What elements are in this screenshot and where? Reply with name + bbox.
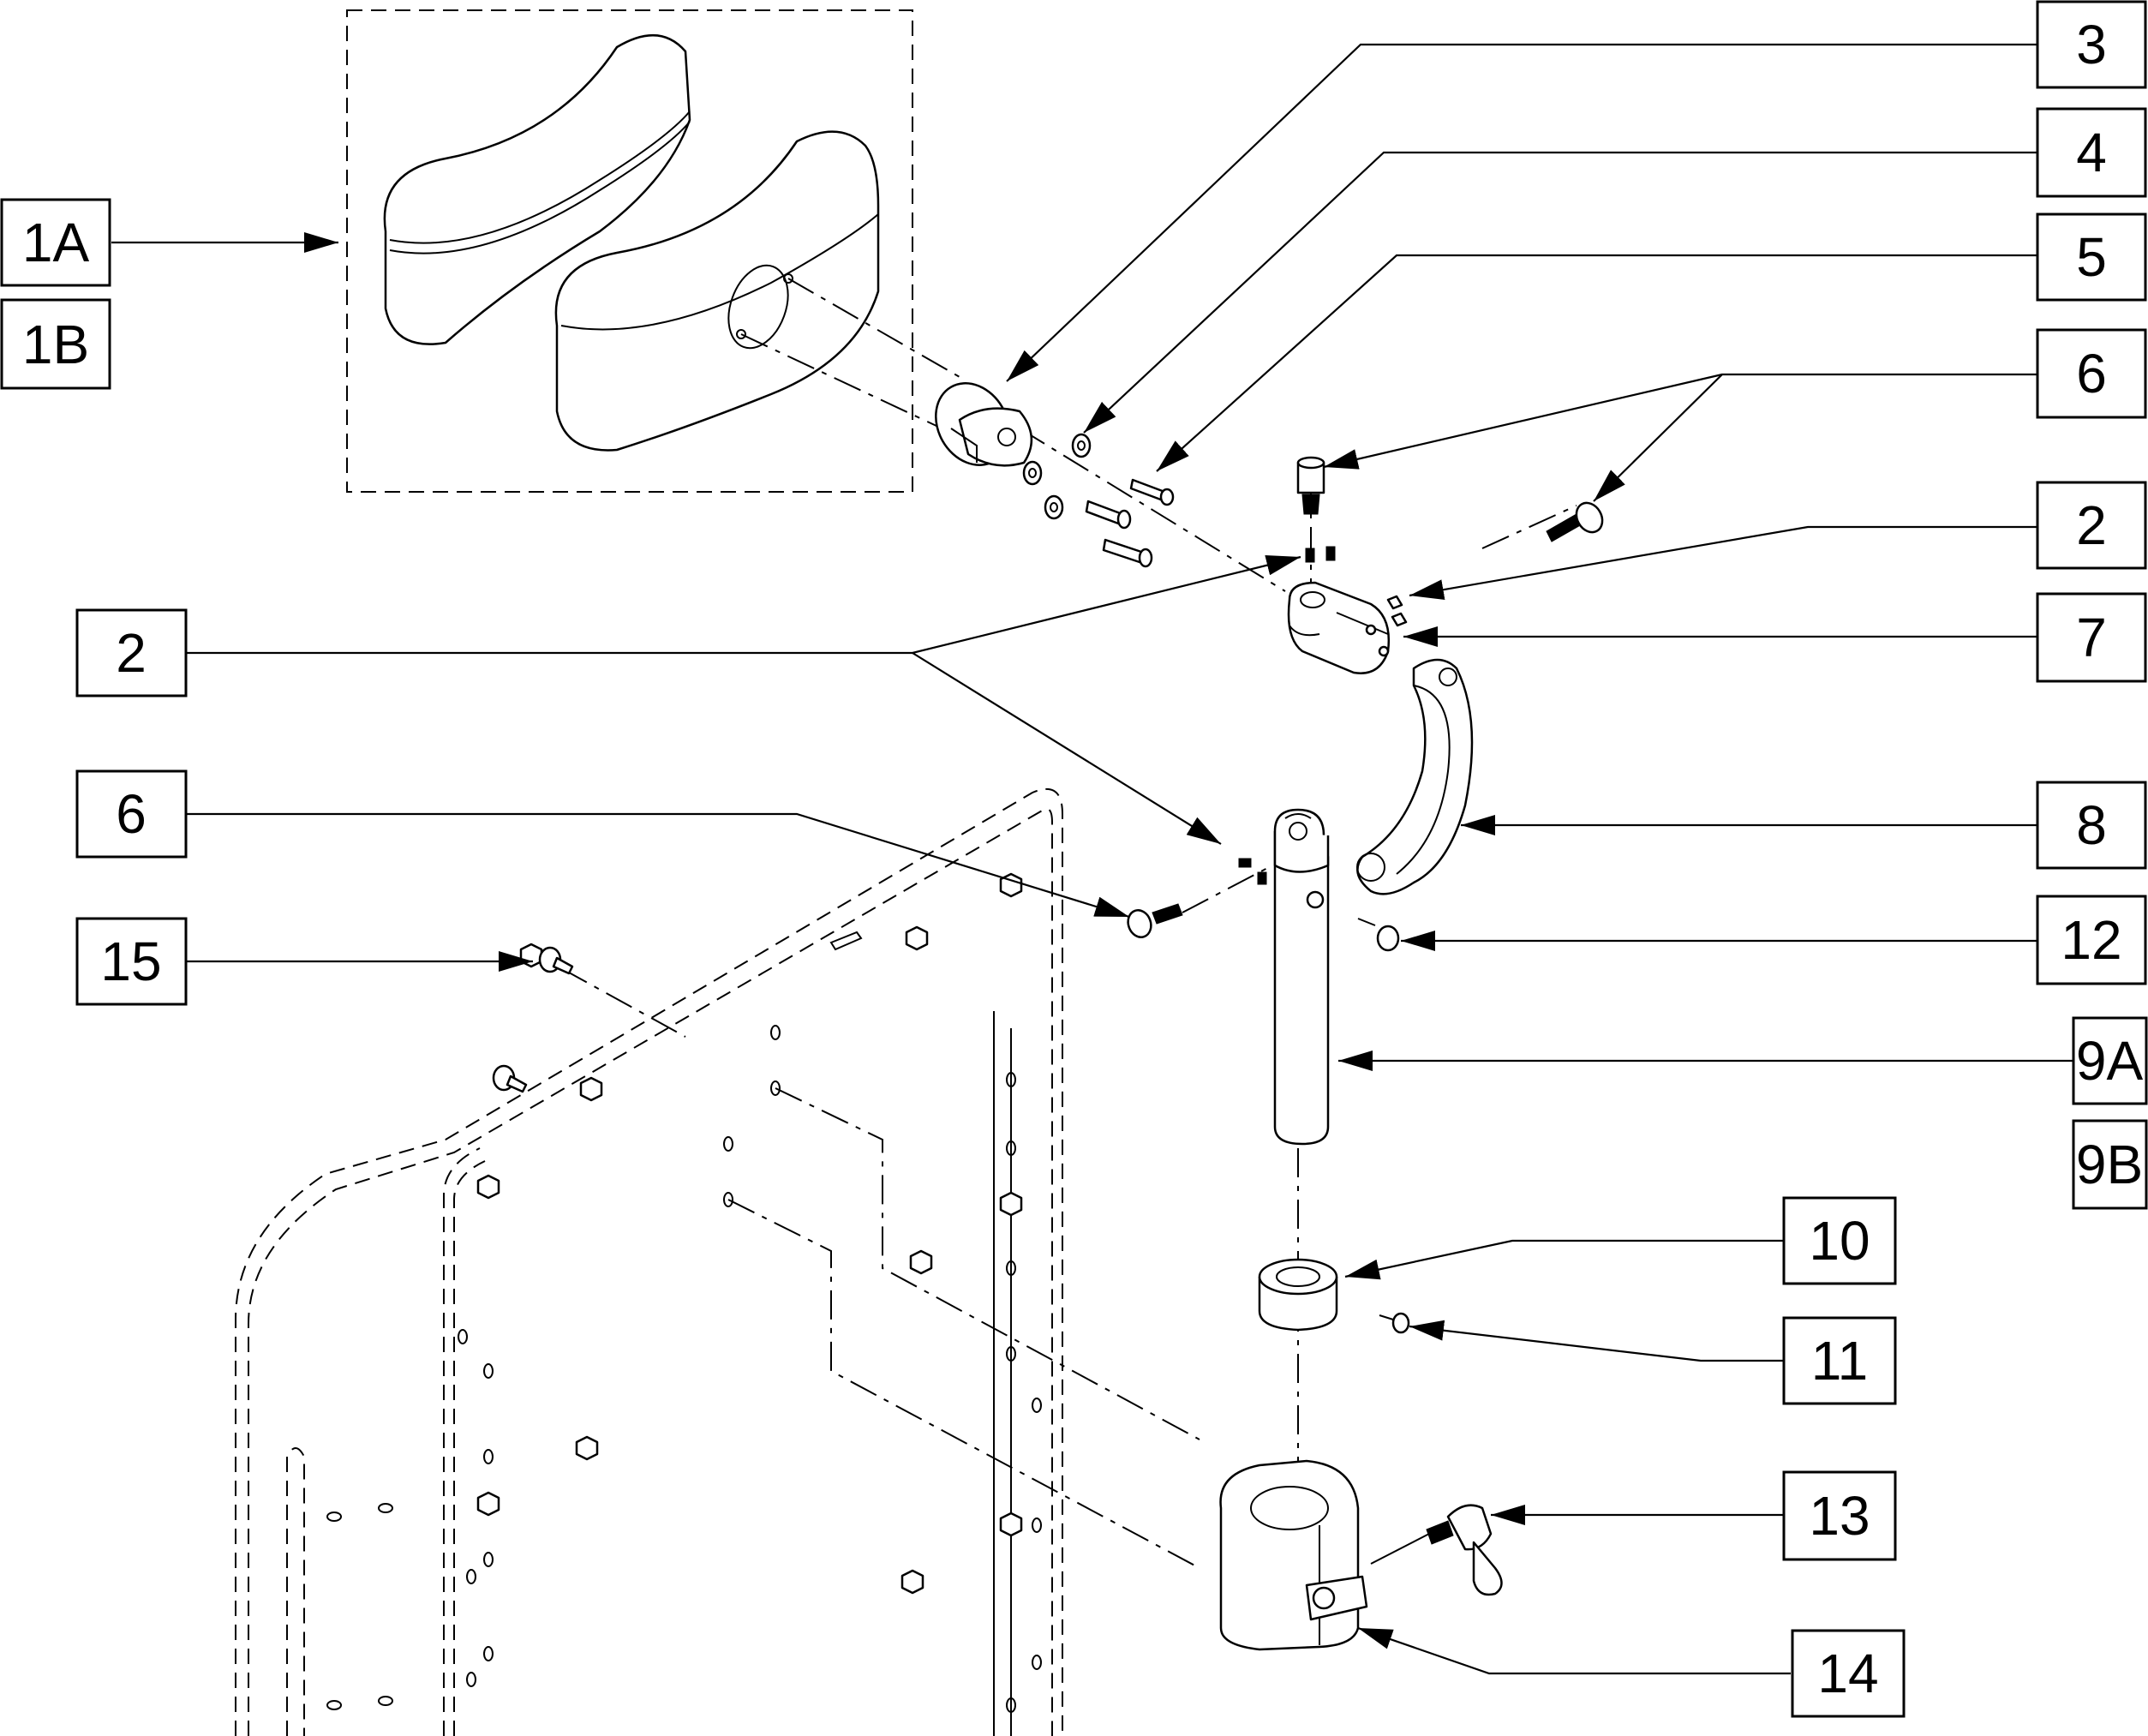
callout-3: 3 <box>2036 0 2147 89</box>
callout-14: 14 <box>1791 1629 1906 1718</box>
screw-6-top <box>1296 456 1325 515</box>
curved-arm <box>1356 658 1474 895</box>
guide-line-a <box>775 1087 1200 1440</box>
callout-9b-label: 9B <box>2076 1134 2143 1195</box>
clamp-lever <box>1426 1504 1503 1596</box>
callout-10-label: 10 <box>1809 1210 1870 1272</box>
screw-12 <box>1357 918 1400 952</box>
callout-5: 5 <box>2036 213 2147 302</box>
callout-5-label: 5 <box>2076 226 2107 288</box>
callout-15-label: 15 <box>100 931 161 992</box>
callout-13: 13 <box>1782 1470 1897 1561</box>
set-screws-2-right <box>1386 595 1408 627</box>
callout-6-top: 6 <box>2036 328 2147 419</box>
support-post <box>1273 808 1330 1146</box>
callout-11: 11 <box>1782 1316 1897 1405</box>
frame-nuts <box>476 872 1023 1595</box>
callout-4-label: 4 <box>2076 122 2107 183</box>
guide-line-c <box>560 967 686 1038</box>
frame-holes <box>326 1025 1042 1713</box>
headrest-option-box <box>346 9 913 493</box>
callout-8: 8 <box>2036 781 2147 870</box>
callout-6-left: 6 <box>75 769 188 859</box>
callout-11-label: 11 <box>1811 1330 1868 1392</box>
callout-13-label: 13 <box>1809 1485 1870 1547</box>
callout-12-label: 12 <box>2061 909 2121 971</box>
callout-15: 15 <box>75 917 188 1006</box>
set-screws-2-top <box>1305 546 1336 563</box>
callout-9a-label: 9A <box>2076 1030 2144 1092</box>
centerline-mount-c <box>1019 428 1286 592</box>
screws-5 <box>1085 478 1175 568</box>
callout-7-label: 7 <box>2076 607 2107 668</box>
mount-plate <box>935 382 1033 467</box>
headrest-pad-front <box>554 130 880 452</box>
callout-6-top-label: 6 <box>2076 343 2107 404</box>
callout-9b: 9B <box>2072 1119 2148 1210</box>
callout-7: 7 <box>2036 592 2147 683</box>
guide-line-b <box>727 1199 1200 1569</box>
callout-1a-label: 1A <box>22 212 90 273</box>
leader-lines <box>111 43 2073 1675</box>
centerline-screw-6-post <box>1182 865 1273 913</box>
backrest-frame <box>235 788 1063 1736</box>
callout-9a: 9A <box>2072 1016 2148 1105</box>
callout-1a: 1A <box>0 198 111 287</box>
headrest-pad-back <box>383 34 691 345</box>
centerline-mount-b <box>740 333 952 434</box>
lever-axis-line <box>1370 1533 1430 1565</box>
screw-11 <box>1379 1312 1410 1334</box>
callout-1b-label: 1B <box>22 314 89 375</box>
screw-6-side <box>1546 501 1604 542</box>
callout-12: 12 <box>2036 895 2147 985</box>
callout-10: 10 <box>1782 1196 1897 1285</box>
callout-8-label: 8 <box>2076 794 2107 856</box>
screw-6-post <box>1127 903 1183 938</box>
screw-15-upper <box>538 946 574 975</box>
callout-14-label: 14 <box>1817 1643 1878 1704</box>
callout-3-label: 3 <box>2076 14 2107 75</box>
centerline-mount-a <box>787 278 960 378</box>
callout-1b: 1B <box>0 298 111 390</box>
set-screws-2-post <box>1238 858 1267 885</box>
washers-lower <box>1022 460 1064 520</box>
clamp-block <box>1287 581 1390 674</box>
centerline-screw-6-side <box>1481 505 1577 549</box>
mount-clamp <box>1219 1459 1368 1651</box>
callout-2-left-label: 2 <box>116 622 147 684</box>
collar <box>1258 1258 1338 1332</box>
washer-4 <box>1071 433 1092 458</box>
screw-15-lower <box>492 1064 528 1093</box>
callout-2-right: 2 <box>2036 481 2147 570</box>
callout-4: 4 <box>2036 107 2147 198</box>
callout-6-left-label: 6 <box>116 783 147 845</box>
callout-2-left: 2 <box>75 608 188 697</box>
callout-2-right-label: 2 <box>2076 494 2107 556</box>
